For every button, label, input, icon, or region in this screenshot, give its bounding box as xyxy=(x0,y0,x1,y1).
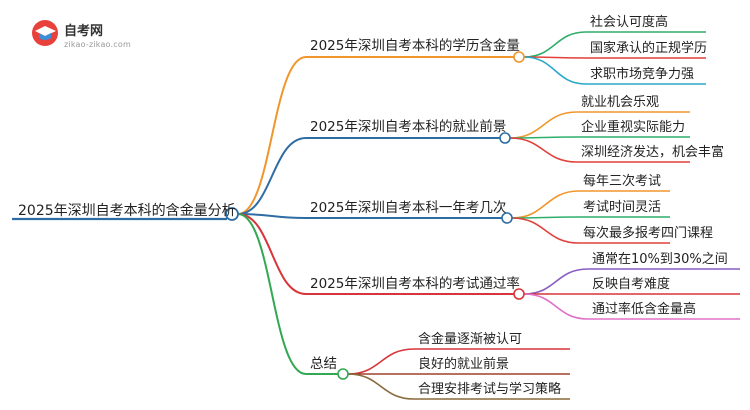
leaf-2-1[interactable]: 考试时间灵活 xyxy=(583,200,662,215)
leaf-2-2[interactable]: 每次最多报考四门课程 xyxy=(583,226,714,241)
leaf-1-1[interactable]: 企业重视实际能力 xyxy=(581,120,686,135)
leaf-1-0[interactable]: 就业机会乐观 xyxy=(581,95,660,110)
graduation-cap-icon xyxy=(32,20,58,46)
leaf-connector-4-2 xyxy=(347,373,415,400)
leaf-3-0[interactable]: 通常在10%到30%之间 xyxy=(592,252,728,267)
logo-url: zikao-zikao.com xyxy=(64,40,131,49)
leaf-connector-2-0 xyxy=(511,190,580,219)
leaf-connector-1-2 xyxy=(509,137,578,163)
leaf-connector-1-0 xyxy=(509,111,578,139)
branch-connector-1 xyxy=(237,137,307,215)
branch-connector-4 xyxy=(237,213,307,375)
leaf-4-0[interactable]: 含金量逐渐被认可 xyxy=(418,332,523,347)
leaf-3-2[interactable]: 通过率低含金量高 xyxy=(592,302,697,317)
branch-node-2 xyxy=(501,212,513,224)
logo-name: 自考网 xyxy=(64,24,104,39)
leaf-connector-0-2 xyxy=(523,56,587,85)
branch-label-pass-rate[interactable]: 2025年深圳自考本科的考试通过率 xyxy=(310,276,520,292)
branch-connector-0 xyxy=(237,56,307,215)
leaf-0-0[interactable]: 社会认可度高 xyxy=(590,15,669,30)
leaf-4-1[interactable]: 良好的就业前景 xyxy=(418,357,510,372)
branch-label-exam-times[interactable]: 2025年深圳自考本科一年考几次 xyxy=(310,200,507,216)
branch-label-summary[interactable]: 总结 xyxy=(310,356,337,372)
branch-node-4 xyxy=(337,368,349,380)
leaf-connector-0-0 xyxy=(523,31,587,58)
branch-connector-2 xyxy=(237,213,307,219)
root-topic[interactable]: 2025年深圳自考本科的含金量分析 xyxy=(18,203,236,219)
leaf-2-0[interactable]: 每年三次考试 xyxy=(583,174,662,189)
branch-node-0 xyxy=(513,51,525,63)
branch-label-value[interactable]: 2025年深圳自考本科的学历含金量 xyxy=(310,38,520,54)
leaf-4-2[interactable]: 合理安排考试与学习策略 xyxy=(418,382,562,397)
leaf-connector-3-0 xyxy=(523,268,589,295)
leaf-0-1[interactable]: 国家承认的正规学历 xyxy=(590,41,708,56)
leaf-connector-3-2 xyxy=(523,293,589,320)
leaf-1-2[interactable]: 深圳经济发达，机会丰富 xyxy=(581,145,725,160)
site-logo[interactable]: 自考网 zikao-zikao.com xyxy=(30,18,150,54)
root-node xyxy=(225,207,239,221)
leaf-connector-4-0 xyxy=(347,348,415,375)
branch-label-employment[interactable]: 2025年深圳自考本科的就业前景 xyxy=(310,119,507,135)
leaf-0-2[interactable]: 求职市场竞争力强 xyxy=(590,67,695,82)
branch-node-3 xyxy=(513,288,525,300)
leaf-3-1[interactable]: 反映自考难度 xyxy=(592,277,671,292)
branch-connector-3 xyxy=(237,213,307,295)
branch-node-1 xyxy=(499,132,511,144)
leaf-connector-2-2 xyxy=(511,217,580,244)
